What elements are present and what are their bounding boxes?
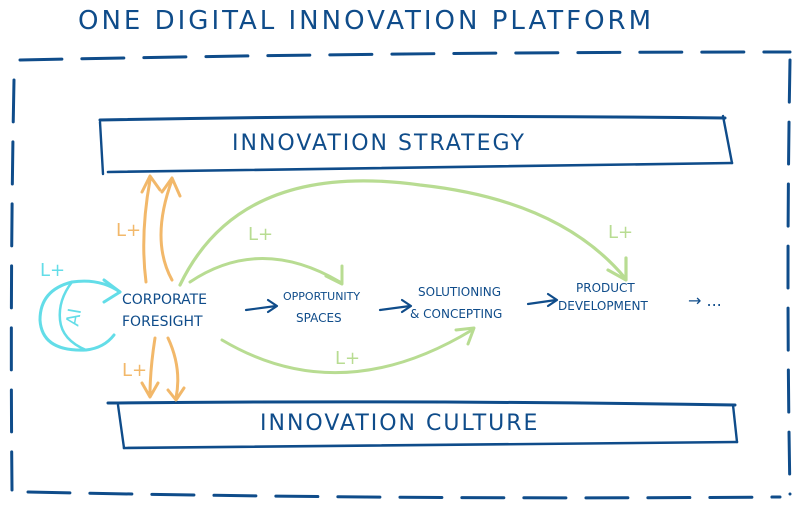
innovation-culture-bar: INNOVATION CULTURE (106, 400, 739, 450)
stage-opportunity-line1: OPPORTUNITY (283, 290, 360, 303)
stage-product-development: PRODUCT DEVELOPMENT (558, 281, 648, 313)
stage-connectors (244, 292, 559, 314)
lplus-culture: L+ (122, 360, 147, 381)
stage-continuation: → ... (688, 291, 722, 310)
lplus-product: L+ (608, 222, 633, 243)
green-flow-arrows (178, 179, 628, 375)
stage-corporate-foresight-line1: CORPORATE (122, 292, 207, 308)
stage-solutioning-line2: & CONCEPTING (410, 307, 502, 321)
lplus-opportunity: L+ (248, 224, 273, 245)
learning-annotations: L+ L+ L+ L+ L+ L+ (40, 220, 633, 381)
orange-feedback-arrows (140, 174, 186, 402)
stage-corporate-foresight-line2: FORESIGHT (122, 314, 203, 330)
stage-solutioning: SOLUTIONING & CONCEPTING (410, 285, 502, 321)
ai-label: AI (62, 307, 86, 328)
lplus-strategy: L+ (116, 220, 141, 241)
lplus-ai: L+ (40, 260, 65, 281)
lplus-solutioning: L+ (335, 348, 360, 369)
innovation-strategy-bar: INNOVATION STRATEGY (98, 114, 734, 176)
innovation-strategy-label: INNOVATION STRATEGY (232, 131, 526, 156)
diagram-title: ONE DIGITAL INNOVATION PLATFORM (78, 6, 654, 36)
stage-product-line1: PRODUCT (576, 281, 635, 295)
innovation-culture-label: INNOVATION CULTURE (260, 411, 539, 436)
ai-loop: AI (38, 278, 122, 352)
stage-opportunity-spaces: OPPORTUNITY SPACES (283, 290, 360, 325)
stage-corporate-foresight: CORPORATE FORESIGHT (122, 292, 207, 330)
stage-solutioning-line1: SOLUTIONING (418, 285, 501, 299)
stage-product-line2: DEVELOPMENT (558, 299, 648, 313)
platform-frame (9, 50, 792, 500)
stage-opportunity-line2: SPACES (296, 311, 342, 325)
